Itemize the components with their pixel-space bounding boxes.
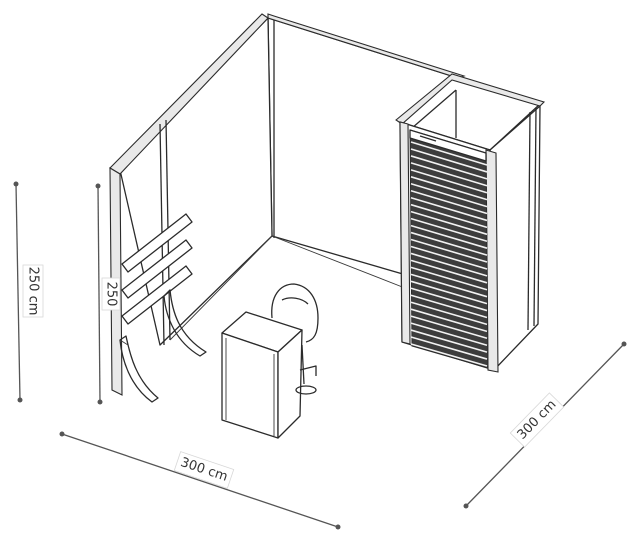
- shutter-slat: [410, 210, 488, 236]
- shutter-slat: [410, 155, 488, 180]
- depth-label: 300 cm: [515, 397, 560, 442]
- shutter-slat: [410, 322, 488, 346]
- shutter-slat: [410, 238, 488, 263]
- shutter-slat: [410, 336, 488, 360]
- shutter-slat: [410, 176, 488, 201]
- width-dimension: 300 cm: [59, 431, 341, 530]
- wall-height-label: 250: [104, 282, 119, 307]
- shutter-slat: [410, 259, 488, 284]
- shutter-slat: [410, 231, 488, 256]
- shutter-slat: [410, 162, 488, 187]
- shutter-slat: [410, 196, 488, 222]
- shutter-slat: [410, 301, 488, 326]
- storage-cabinet: [395, 73, 546, 373]
- shutter-slat: [410, 273, 488, 298]
- height-label: 250 cm: [26, 267, 41, 316]
- shutter-slat: [410, 189, 488, 215]
- counter: [221, 311, 303, 439]
- wall-height-dimension: 250: [95, 183, 121, 405]
- shutter-slat: [410, 280, 488, 305]
- shutter-slat: [410, 217, 488, 243]
- shutter-slat: [410, 343, 488, 367]
- shutter-slat: [410, 169, 488, 194]
- shutter-slat: [410, 287, 488, 312]
- floor-line: [271, 235, 411, 291]
- shutter-slat: [410, 224, 488, 249]
- shutter-slat: [410, 141, 488, 166]
- shutter-slats: [410, 141, 488, 367]
- height-dimension: 250 cm: [13, 181, 44, 403]
- shutter-slat: [410, 183, 488, 208]
- shutter-slat: [410, 252, 488, 277]
- shutter-slat: [410, 148, 488, 173]
- wall-shelves: [119, 213, 207, 403]
- chair: [271, 283, 319, 395]
- shutter-slat: [410, 308, 488, 333]
- shutter-slat: [410, 329, 488, 353]
- shutter-slat: [410, 294, 488, 319]
- shutter-slat: [410, 245, 488, 270]
- shutter-slat: [410, 315, 488, 340]
- shutter-slat: [410, 203, 488, 229]
- shutter-slat: [410, 266, 488, 291]
